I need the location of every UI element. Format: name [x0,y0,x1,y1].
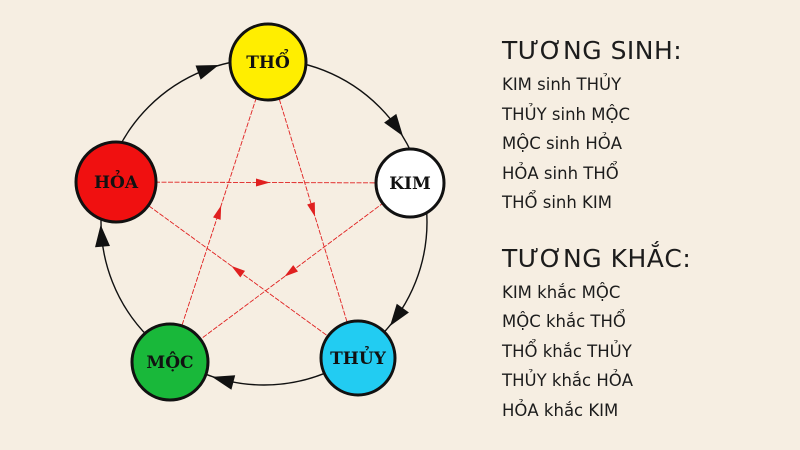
node-tho [228,22,308,102]
tuong-khac-heading: TƯƠNG KHẮC: [502,243,692,273]
tuong-khac-item: THỔ khắc THỦY [502,341,632,361]
node-label-moc: MỘC [146,352,193,373]
sinh-arrow-icon [390,303,409,326]
node-label-tho: THỔ [246,48,290,73]
tuong-sinh-item: THỦY sinh MỘC [502,104,630,124]
sinh-arrow-icon [384,113,403,137]
tuong-khac-item: THỦY khắc HỎA [502,371,634,390]
tuong-sinh-item: MỘC sinh HỎA [502,134,623,153]
node-kim [374,147,446,219]
khac-arrow-icon [213,205,222,220]
tuong-sinh-item: HỎA sinh THỔ [502,163,619,183]
five-elements-diagram: THỔ KIM THỦY MỘC HỎA [74,22,446,402]
tuong-sinh-item: THỔ sinh KIM [502,193,612,212]
node-thuy [319,319,397,397]
legend-panel: TƯƠNG SINH: KIM sinh THỦY THỦY sinh MỘC … [502,36,691,425]
sinh-arrow-icon [95,224,110,248]
sinh-arrow-icon [212,375,236,390]
khac-arrow-icon [284,265,299,277]
khac-line-tho-thuy [267,61,359,359]
node-moc [130,322,210,402]
tuong-khac-item: KIM khắc MỘC [502,282,621,302]
node-hoa [74,140,158,224]
khac-arrow-icon [231,265,246,278]
khac-arrow-icon [255,178,270,187]
tuong-sinh-item: KIM sinh THỦY [502,75,622,94]
node-label-thuy: THỦY [330,346,387,369]
node-label-kim: KIM [389,174,431,194]
tuong-khac-item: HỎA khắc KIM [502,400,619,420]
tuong-khac-item: MỘC khắc THỔ [502,312,626,331]
tuong-sinh-heading: TƯƠNG SINH: [502,36,683,65]
node-label-hoa: HỎA [94,170,139,193]
sinh-arrow-icon [195,65,219,80]
khac-arrow-icon [307,202,316,217]
